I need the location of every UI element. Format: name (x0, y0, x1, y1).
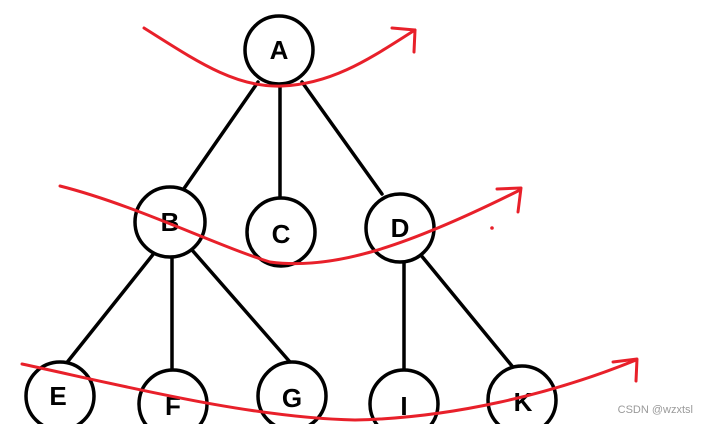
node-I (368, 368, 440, 424)
node-label-B: B (161, 207, 180, 237)
node-K (486, 364, 558, 424)
edge-D-K (418, 252, 514, 368)
edge-A-B (181, 80, 260, 192)
node-label-A: A (270, 35, 289, 65)
node-label-E: E (49, 381, 66, 411)
tree-nodes (24, 14, 558, 424)
node-label-C: C (272, 219, 291, 249)
node-C (245, 196, 317, 268)
level-2-arrow (58, 184, 522, 266)
node-A (243, 14, 315, 86)
node-G (256, 360, 328, 424)
stray-red-dot (490, 226, 494, 230)
watermark: CSDN @wzxtsl (617, 404, 693, 416)
level-2-arrowhead (495, 186, 523, 214)
edge-A-D (300, 80, 384, 196)
node-label-D: D (391, 213, 410, 243)
level-3-arrow (20, 358, 638, 422)
node-label-K: K (514, 387, 533, 417)
tree-edges (63, 80, 514, 374)
node-label-I: I (400, 391, 407, 421)
level-3-arrowhead (611, 357, 639, 383)
node-label-G: G (282, 383, 302, 413)
level-1-arrowhead (390, 26, 417, 54)
level-1-arrow (142, 26, 417, 88)
edge-B-G (190, 248, 292, 364)
edge-B-E (63, 250, 157, 367)
node-B (133, 185, 207, 259)
